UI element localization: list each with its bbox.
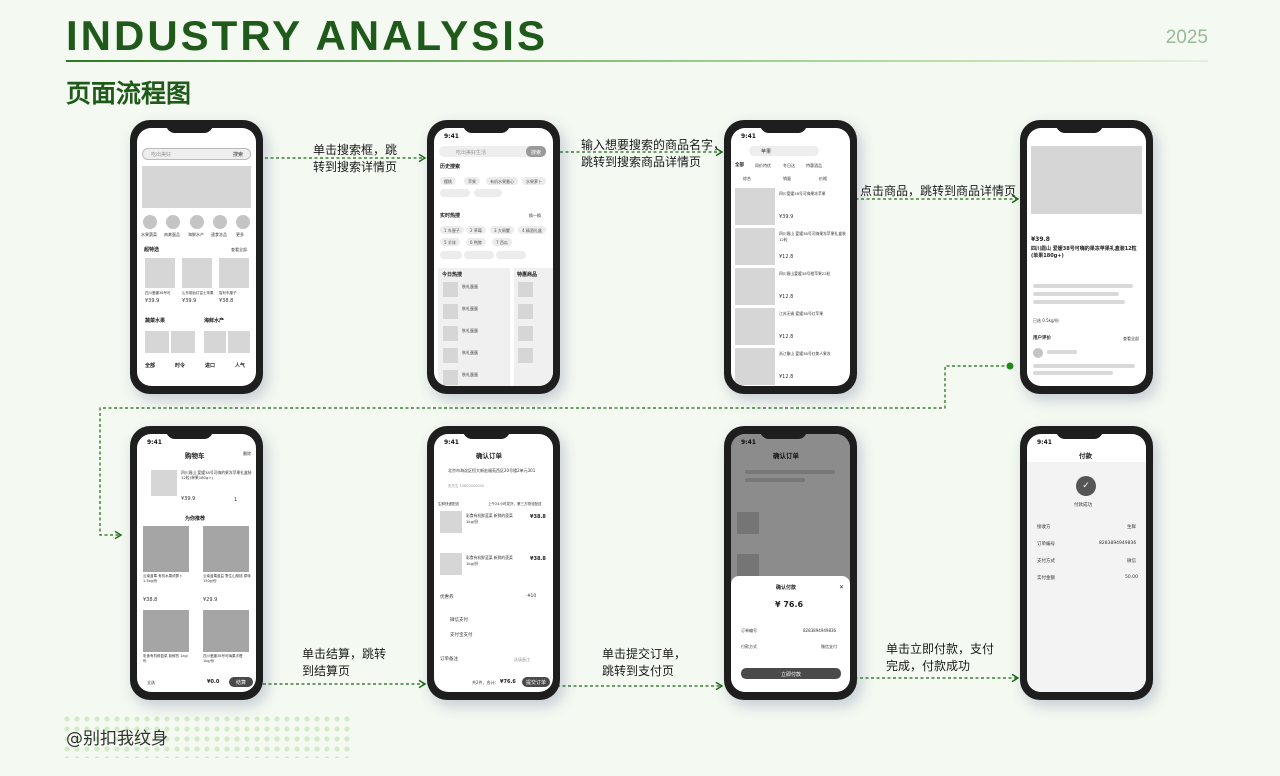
search-query[interactable]: 苹果 [761,149,772,155]
product-title: 四川眉山 爱媛38号可嗨的果冻苹果礼盒装12粒(单果180g+) [1031,246,1137,259]
search-button[interactable]: 搜索 [526,146,546,157]
submit-order-button[interactable]: 提交订单 [522,677,550,687]
search-input[interactable]: 吃出美好 [151,152,172,158]
tab-all[interactable]: 全部 [145,363,156,369]
success-check-icon: ✓ [1076,476,1096,496]
pay-alipay-option[interactable]: 支付宝支付 [450,633,473,638]
filter-price[interactable]: 价格 [819,176,827,181]
section-title: 超特选 [144,247,160,253]
decorative-dots [62,714,352,758]
payment-method-selector[interactable]: 微信支付 [821,644,837,649]
phone-search-screen: 9:41 吃出美好生活 搜索 历史搜索 樱桃 苹果 有机水果番心 水果萝卜 实时… [427,120,560,394]
pay-now-button[interactable]: 立即付款 [741,668,841,679]
flow-label-4: 单击结算，跳转到结算页 [302,647,387,678]
watermark: @别扣我纹身 [66,729,168,749]
phone-results-screen: 9:41 苹果 全部 同价特优 冬日达 特惠酒品 综合 销量 价格 四川爱媛38… [724,120,857,394]
search-button[interactable]: 搜索 [233,152,244,158]
title-divider [66,60,1208,62]
flow-label-1: 单击搜索框，跳转到搜索详情页 [313,143,398,174]
search-input[interactable]: 吃出美好生活 [456,150,487,156]
payment-amount: ¥ 76.6 [775,600,804,609]
pay-wechat-option[interactable]: 微信支付 [450,618,468,623]
filter-comprehensive[interactable]: 综合 [743,176,751,181]
phone-home-screen: 吃出美好 搜索 水果蔬菜 肉禽蛋品 海鲜水产 速食冻品 更多 超特选 查看全部 … [130,120,263,394]
page-subtitle: 页面流程图 [66,79,192,108]
phone-cart-screen: 9:41 购物车 删除 四川眉山 爱媛38号可嗨的果冻苹果礼盒装12粒(单果18… [130,426,263,700]
flow-dot-4 [1006,362,1014,370]
phone-payment-sheet-screen: 9:41 确认订单 确认付款 ✕ ¥ 76.6 订单编号 82838949498… [724,426,857,700]
hot-swap-button[interactable]: 换一换 [529,213,541,218]
remark-input[interactable]: 选填备注 [514,657,530,662]
section-more-link[interactable]: 查看全部 [231,247,247,252]
flow-label-3: 点击商品，跳转到商品详情页 [860,184,1017,198]
cart-delete-button[interactable]: 删除 [243,451,251,456]
flow-label-5: 单击提交订单，跳转到支付页 [602,647,687,678]
spec-selector[interactable]: 已选 0.5kg/份 [1033,318,1059,323]
page-title: INDUSTRY ANALYSIS [66,12,548,59]
flow-label-2: 输入想要搜索的商品名字，跳转到搜索商品详情页 [581,138,726,169]
phone-payment-success-screen: 9:41 付款 ✓ 付款成功 接收方 生鲜 订单编号 8283894949836… [1020,426,1153,700]
select-all-checkbox[interactable]: 全选 [147,680,155,685]
filter-sales[interactable]: 销量 [783,176,791,181]
reviews-more-link[interactable]: 查看全部 [1123,336,1139,341]
tab-popular[interactable]: 人气 [235,363,246,369]
flow-line-4 [99,365,1010,540]
address-block[interactable]: 北京市海淀区恒大新宏福苑西区20号楼2单元301 [448,468,536,473]
flow-label-6: 单击立即付款，支付完成，付款成功 [886,642,995,673]
coupon-selector[interactable]: -¥10 [526,594,537,599]
tab-imported[interactable]: 进口 [205,363,216,369]
phone-confirm-order-screen: 9:41 确认订单 北京市海淀区恒大新宏福苑西区20号楼2单元301 张先生 1… [427,426,560,700]
tab-seasonal[interactable]: 时令 [175,363,186,369]
phone-detail-screen: ¥39.8 四川眉山 爱媛38号可嗨的果冻苹果礼盒装12粒(单果180g+) 已… [1020,120,1153,394]
checkout-button[interactable]: 结算 [229,677,253,687]
quantity-stepper[interactable]: 1 [234,497,238,503]
close-icon[interactable]: ✕ [839,584,845,591]
year-label: 2025 [1165,27,1208,48]
product-price: ¥39.8 [1031,236,1050,243]
tab-all[interactable]: 全部 [735,163,744,168]
